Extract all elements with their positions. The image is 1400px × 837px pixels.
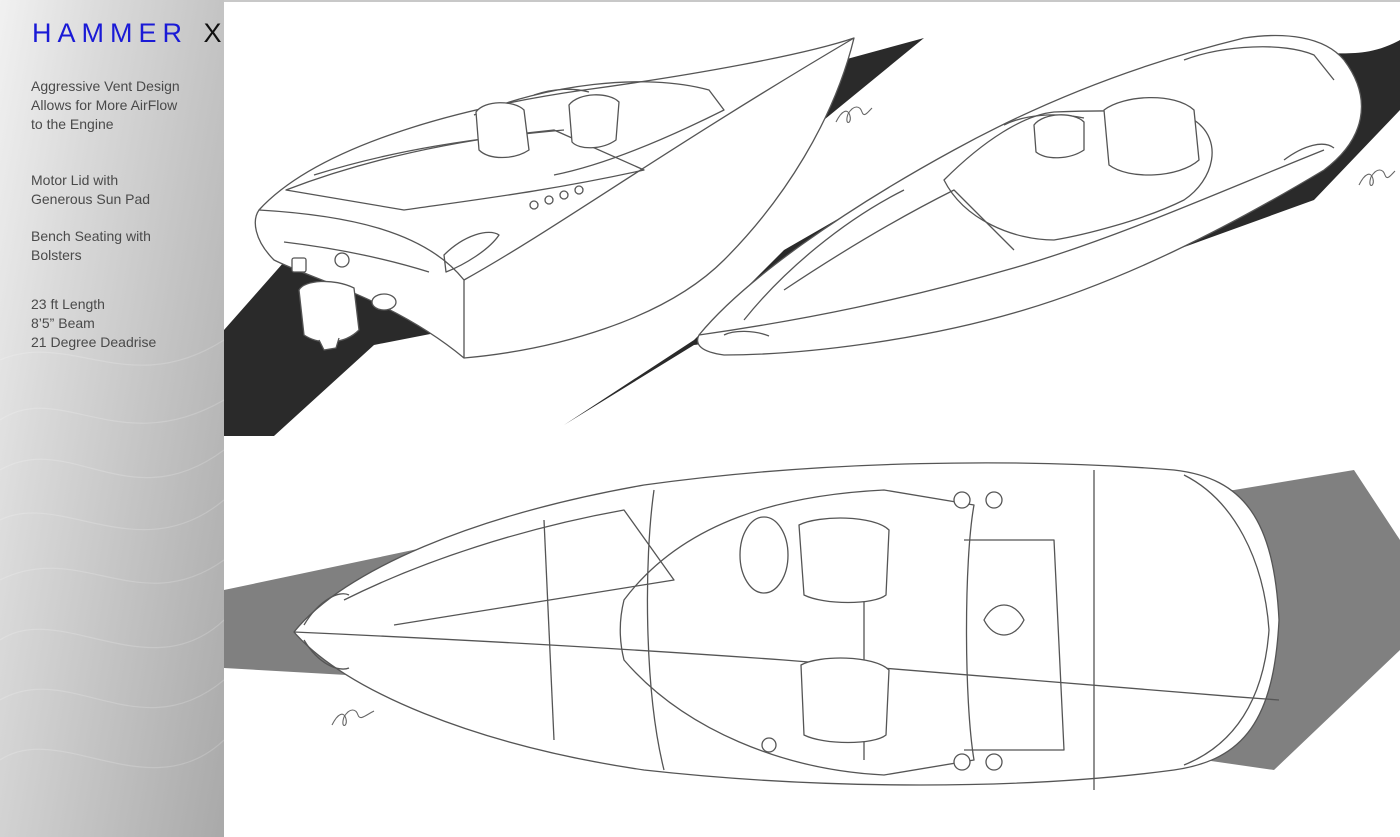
feature-note-seating: Bench Seating with Bolsters	[31, 228, 151, 263]
signature-rear-view	[835, 106, 873, 124]
sidebar-panel: HAMMER X Aggressive Vent Design Allows f…	[0, 0, 224, 837]
signature-top-view	[331, 709, 375, 727]
feature-note-specs: 23 ft Length 8’5” Beam 21 Degree Deadris…	[31, 296, 157, 350]
top-border	[224, 0, 1400, 2]
signature-front-view	[1358, 169, 1396, 187]
sketch-canvas	[224, 0, 1400, 837]
feature-note-vents: Aggressive Vent Design Allows for More A…	[31, 78, 180, 132]
boat-sketch-top-view	[224, 462, 1400, 790]
brushed-texture	[0, 339, 224, 769]
brand-title: HAMMER X	[32, 18, 222, 49]
brand-mark: X	[203, 18, 222, 48]
feature-note-motor-lid: Motor Lid with Generous Sun Pad	[31, 172, 151, 207]
boat-sketches	[224, 34, 1400, 790]
brand-name: HAMMER	[32, 18, 188, 48]
boat-sketch-front-view	[564, 34, 1400, 425]
boat-sketch-rear-view	[224, 37, 924, 436]
